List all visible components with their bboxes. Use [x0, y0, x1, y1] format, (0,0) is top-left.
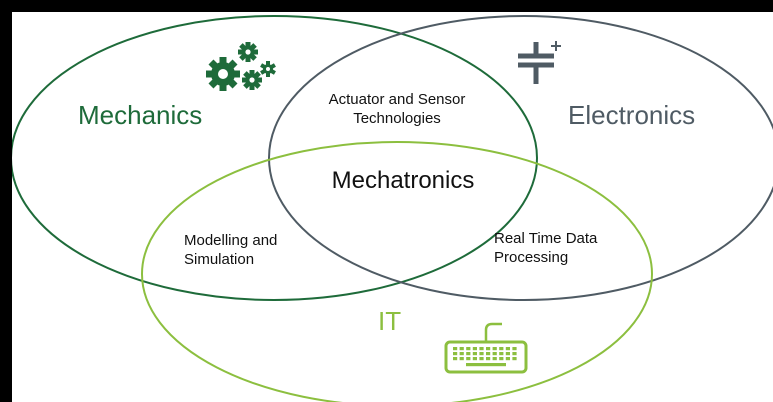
- keyboard-key: [453, 357, 458, 361]
- overlap-mech-elec-line2: Technologies: [353, 110, 441, 127]
- keyboard-key: [486, 357, 491, 361]
- it-circle: [141, 141, 653, 402]
- center-label: Mechatronics: [332, 167, 475, 194]
- keyboard-key: [459, 352, 464, 356]
- keyboard-key: [499, 352, 504, 356]
- keyboard-key: [486, 352, 491, 356]
- gears-icon: [206, 42, 276, 91]
- keyboard-key: [492, 357, 497, 361]
- keyboard-key: [453, 347, 458, 351]
- keyboard-key: [499, 357, 504, 361]
- overlap-mech-it-line2: Simulation: [184, 251, 254, 268]
- electronics-label: Electronics: [568, 100, 695, 130]
- diagram-canvas: Mechanics Electronics IT Mechatronics Ac…: [12, 12, 773, 402]
- keyboard-key: [466, 357, 471, 361]
- keyboard-key: [499, 347, 504, 351]
- keyboard-key: [479, 357, 484, 361]
- keyboard-key: [472, 347, 477, 351]
- overlap-elec-it-line1: Real Time Data: [494, 230, 598, 247]
- keyboard-key: [453, 352, 458, 356]
- keyboard-key: [512, 347, 517, 351]
- keyboard-key: [466, 352, 471, 356]
- keyboard-key: [472, 352, 477, 356]
- venn-diagram: Mechanics Electronics IT Mechatronics Ac…: [12, 15, 773, 402]
- capacitor-icon: [518, 41, 561, 84]
- mechanics-label: Mechanics: [78, 100, 202, 130]
- overlap-mech-elec-line1: Actuator and Sensor: [329, 91, 466, 108]
- keyboard-key: [492, 347, 497, 351]
- mechanics-circle: [12, 15, 538, 301]
- keyboard-spacebar: [466, 363, 506, 367]
- overlap-elec-it-line2: Processing: [494, 249, 568, 266]
- keyboard-key: [472, 357, 477, 361]
- keyboard-key: [505, 347, 510, 351]
- keyboard-key: [505, 352, 510, 356]
- keyboard-key: [479, 347, 484, 351]
- keyboard-key: [466, 347, 471, 351]
- keyboard-key: [505, 357, 510, 361]
- overlap-mech-it-line1: Modelling and: [184, 232, 277, 249]
- it-label: IT: [378, 306, 401, 336]
- keyboard-key: [486, 347, 491, 351]
- keyboard-icon: [444, 322, 528, 374]
- keyboard-key: [479, 352, 484, 356]
- keyboard-key: [459, 357, 464, 361]
- keyboard-key: [512, 357, 517, 361]
- electronics-circle: [268, 15, 773, 301]
- keyboard-key: [492, 352, 497, 356]
- keyboard-key: [459, 347, 464, 351]
- keyboard-key: [512, 352, 517, 356]
